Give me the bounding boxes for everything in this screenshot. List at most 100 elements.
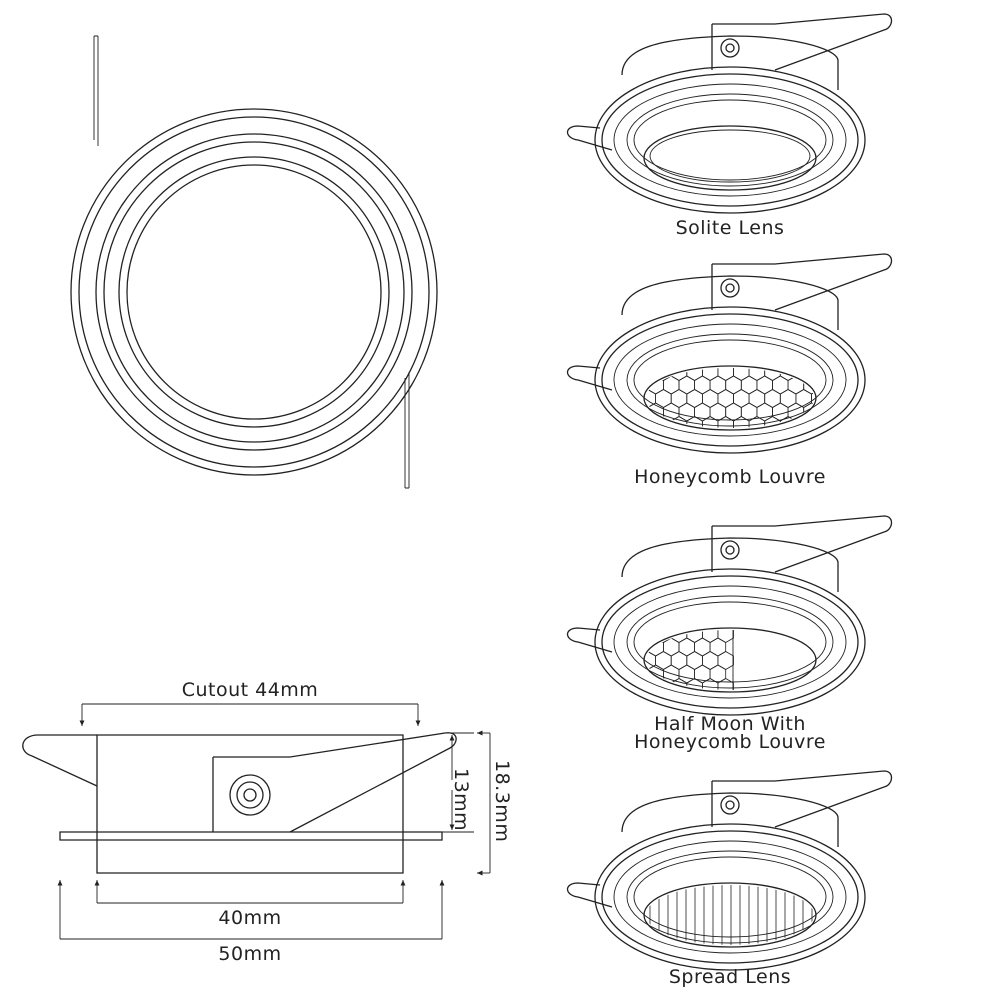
pivot-screw — [720, 278, 740, 298]
honeycomb-cell — [788, 349, 804, 367]
insert-lens — [649, 129, 811, 183]
honeycomb-cell — [717, 678, 734, 690]
honeycomb-cell — [717, 416, 734, 428]
top-view — [70, 35, 438, 489]
honeycomb-cell — [710, 611, 726, 629]
honeycomb-cell — [796, 444, 812, 462]
variant-lens — [566, 13, 893, 214]
flange-ring — [601, 73, 859, 207]
flange-ring — [633, 99, 827, 181]
bracket-arm — [711, 515, 893, 573]
honeycomb-cell — [670, 416, 688, 428]
housing-back — [621, 792, 839, 847]
honeycomb-cell — [632, 692, 648, 710]
aperture-ring — [126, 164, 382, 420]
flange-ring — [626, 595, 834, 689]
left-clip — [566, 125, 613, 151]
pivot-screw-inner — [725, 800, 735, 810]
variant-label: Honeycomb Louvre — [634, 731, 826, 753]
bracket-arm — [711, 13, 893, 71]
aperture — [643, 882, 817, 948]
side-view: Cutout 44mm 40mm 50mm 13mm 18.3mm — [22, 679, 513, 965]
body-height-ext-lines — [440, 732, 474, 833]
pivot-screw-outer — [229, 774, 271, 816]
body-height-label: 13mm — [450, 768, 472, 831]
cutout-label: Cutout 44mm — [182, 679, 319, 701]
lens-surface — [649, 129, 811, 183]
body-inner-ring — [103, 141, 405, 443]
flange-outline — [59, 831, 443, 841]
honeycomb-cell — [679, 611, 695, 629]
variant-label: Honeycomb Louvre — [634, 466, 826, 488]
honeycomb-cell — [741, 349, 757, 367]
left-clip — [566, 882, 613, 908]
pivot-screw — [720, 38, 740, 58]
outer-width-label: 50mm — [218, 943, 281, 965]
flange-ring — [613, 585, 847, 699]
bracket-arm — [711, 253, 893, 311]
honeycomb-cell — [695, 349, 711, 367]
variant-honeycomb — [566, 253, 893, 462]
honeycomb-cell — [710, 349, 726, 367]
flange-ring — [613, 83, 847, 197]
honeycomb-cell — [663, 349, 679, 367]
pivot-screw-inner — [725, 283, 735, 293]
outer-flange-ring — [70, 108, 438, 476]
flange-ring — [601, 575, 859, 709]
variant-label: Solite Lens — [676, 217, 785, 239]
bezel-ring — [118, 156, 390, 428]
inner-width-label: 40mm — [218, 907, 281, 929]
flange-ring — [626, 333, 834, 427]
housing-back — [621, 275, 839, 330]
honeycomb-cell — [757, 349, 773, 367]
flange-ring — [633, 856, 827, 938]
flange-ring — [626, 93, 834, 187]
housing-back — [621, 35, 839, 90]
spring-clip-bottom — [404, 372, 410, 489]
flange-ring — [594, 306, 866, 454]
variant-label: Half Moon With — [654, 713, 806, 735]
honeycomb-cell — [656, 444, 672, 462]
honeycomb-cell — [702, 678, 719, 690]
honeycomb-cell — [663, 611, 679, 629]
flange-ring — [633, 339, 827, 421]
flange-ring — [594, 66, 866, 214]
honeycomb-cell — [733, 416, 750, 428]
flange-ring — [594, 568, 866, 716]
left-clip — [566, 365, 613, 391]
honeycomb-cell — [640, 444, 656, 462]
honeycomb-cell — [773, 349, 789, 367]
honeycomb-cell — [812, 444, 828, 462]
honeycomb-cell — [686, 416, 703, 428]
pivot-screw — [720, 540, 740, 560]
housing-back — [621, 537, 839, 592]
variant-spread — [566, 770, 893, 971]
honeycomb-cell — [646, 368, 656, 381]
pivot-screw-inner — [725, 43, 735, 53]
flange-ring — [601, 830, 859, 964]
flange-ring — [626, 850, 834, 944]
honeycomb-cell — [748, 416, 766, 428]
honeycomb-cell — [726, 349, 742, 367]
variant-half-honeycomb — [566, 515, 893, 716]
flange-ring — [633, 601, 827, 683]
pivot-screw-inner — [725, 545, 735, 555]
honeycomb-cell — [687, 444, 703, 462]
pivot-screw — [720, 795, 740, 815]
honeycomb-cell — [670, 678, 688, 690]
flange-ring — [601, 313, 859, 447]
honeycomb-cell — [632, 430, 648, 448]
aperture — [643, 627, 817, 693]
flange-ring — [613, 323, 847, 437]
flange-ring — [594, 823, 866, 971]
left-clip — [22, 734, 98, 787]
body-outline — [96, 734, 404, 874]
honeycomb-cell — [764, 416, 781, 428]
aperture — [643, 125, 817, 191]
flange-ring — [613, 840, 847, 954]
body-ring — [95, 133, 413, 451]
honeycomb-cell — [803, 402, 814, 422]
variant-label: Spread Lens — [669, 966, 791, 988]
